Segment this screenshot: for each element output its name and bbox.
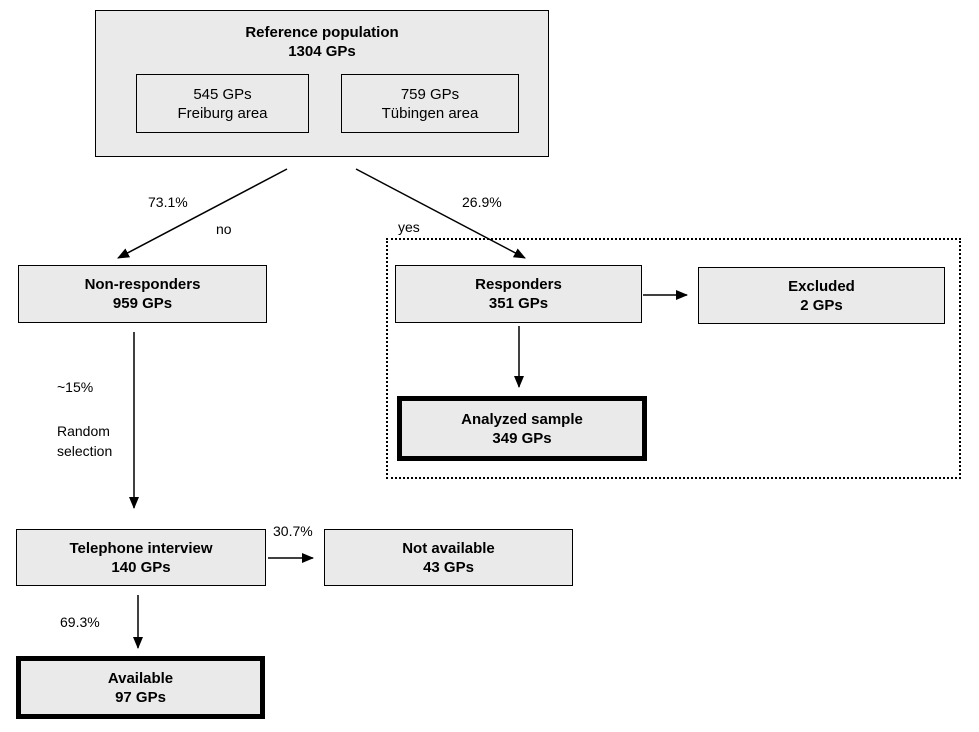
nonresponders-count: 959 GPs (112, 295, 173, 312)
telephone-title: Telephone interview (69, 539, 213, 557)
notavailable-title: Not available (402, 539, 495, 557)
label-pct-307: 30.7% (273, 523, 313, 539)
notavailable-count: 43 GPs (423, 558, 474, 576)
excluded-box: Excluded 2 GPs (698, 267, 945, 324)
not-available-box: Not available 43 GPs (324, 529, 573, 586)
analyzed-count: 349 GPs (492, 429, 552, 447)
arrow-to-responders (355, 168, 526, 259)
responders-box: Responders 351 GPs (395, 265, 642, 323)
responders-group-frame (386, 238, 961, 479)
excluded-title: Excluded (788, 277, 855, 295)
nonresponders-box: Non-responders 959 GPs (18, 265, 267, 323)
excluded-count: 2 GPs (800, 296, 843, 314)
label-no: no (216, 221, 232, 237)
label-pct-yes: 26.9% (462, 194, 502, 210)
telephone-interview-box: Telephone interview 140 GPs (16, 529, 266, 586)
analyzed-sample-box: Analyzed sample 349 GPs (397, 396, 647, 461)
telephone-count: 140 GPs (111, 558, 171, 576)
freiburg-area: Freiburg area (177, 104, 268, 122)
label-yes: yes (398, 219, 420, 235)
reference-title: Reference population (245, 24, 399, 41)
label-random: Random (57, 423, 110, 439)
tubingen-count: 759 GPs (400, 85, 460, 103)
analyzed-title: Analyzed sample (461, 410, 583, 428)
freiburg-count: 545 GPs (193, 85, 252, 103)
label-pct-15: ~15% (57, 379, 94, 395)
available-title: Available (107, 669, 174, 687)
reference-count: 1304 GPs (288, 43, 356, 60)
available-count: 97 GPs (115, 688, 166, 706)
freiburg-box: 545 GPs Freiburg area (136, 74, 309, 133)
label-pct-693: 69.3% (60, 614, 100, 630)
tubingen-box: 759 GPs Tübingen area (341, 74, 519, 133)
label-selection: selection (57, 443, 113, 459)
label-pct-no: 73.1% (148, 194, 188, 210)
responders-title: Responders (475, 276, 562, 293)
tubingen-area: Tübingen area (381, 104, 479, 122)
responders-count: 351 GPs (488, 295, 549, 312)
arrow-to-nonresponders (117, 168, 288, 259)
available-box: Available 97 GPs (16, 656, 265, 719)
nonresponders-title: Non-responders (84, 276, 201, 293)
